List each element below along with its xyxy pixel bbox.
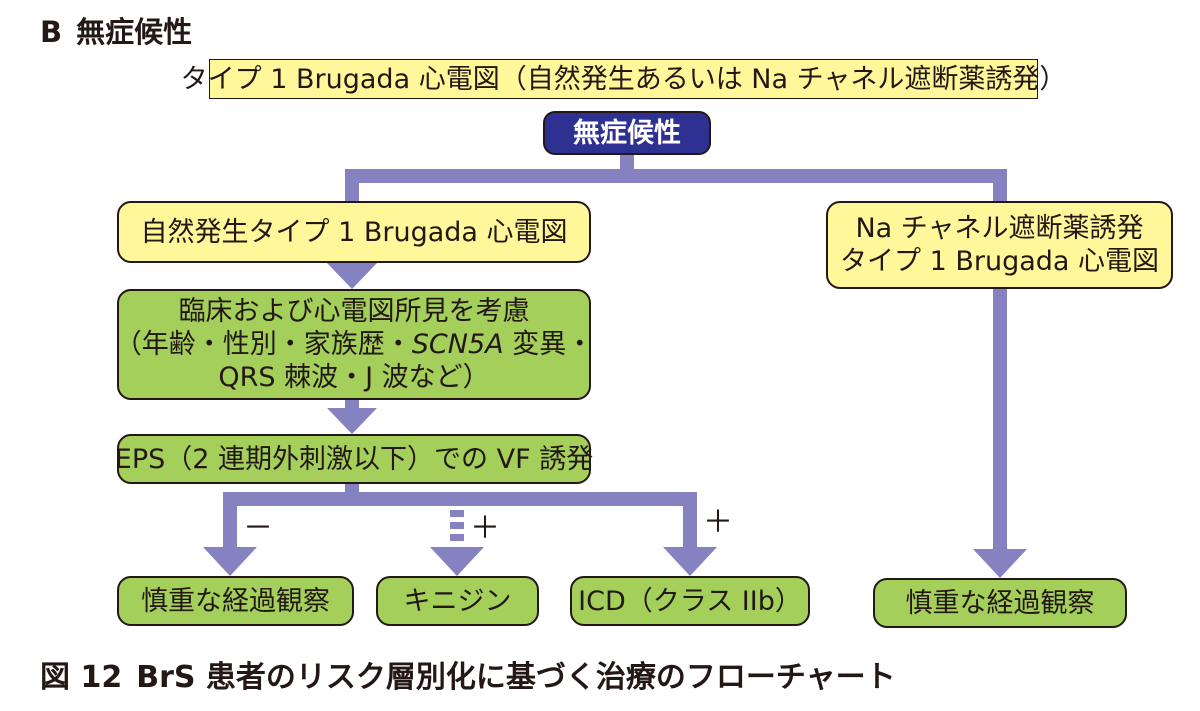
consider-line2-gene: SCN5A	[411, 329, 504, 360]
consider-line1: 臨床および心電図所見を考慮	[178, 296, 530, 327]
arrow-consider-shaft	[345, 400, 359, 410]
spontaneous-text: 自然発生タイプ 1 Brugada 心電図	[140, 216, 568, 248]
branch-sign-quinidine: ＋	[470, 511, 500, 546]
eps-text: EPS（2 連期外刺激以下）での VF 誘発	[114, 443, 594, 475]
outcome-right-watchful-text: 慎重な経過観察	[905, 587, 1095, 619]
outcome-quinidine-box: キニジン	[376, 576, 539, 626]
left-branch-drop	[345, 169, 359, 201]
right-long-shaft	[993, 289, 1007, 551]
bottom-branch-bar	[223, 492, 697, 506]
outcome-right-watchful-box: 慎重な経過観察	[873, 578, 1127, 628]
outcome-watchful-box: 慎重な経過観察	[117, 576, 354, 626]
arrow-consider-head	[327, 408, 377, 434]
branch-icd-head	[663, 547, 717, 576]
branch-icd-shaft	[683, 492, 697, 549]
branch-quinidine-dash-1	[450, 510, 464, 517]
section-heading: B 無症候性	[40, 9, 192, 51]
right-long-head	[973, 549, 1027, 578]
caption-number: 図 12	[40, 660, 123, 695]
consider-line3: QRS 棘波・J 波など）	[218, 362, 490, 393]
root-box-text: 無症候性	[573, 117, 681, 149]
figure-caption: 図 12 BrS 患者のリスク層別化に基づく治療のフローチャート	[40, 652, 896, 696]
right-branch-drop	[993, 169, 1007, 201]
branch-sign-icd: ＋	[703, 505, 733, 540]
root-box: 無症候性	[543, 111, 711, 155]
branch-sign-minus: －	[243, 511, 273, 546]
consider-box: 臨床および心電図所見を考慮 （年齢・性別・家族歴・SCN5A 変異・ QRS 棘…	[115, 289, 593, 400]
top-branch-bar	[345, 169, 1007, 183]
branch-quinidine-dash-2	[450, 522, 464, 529]
consider-line2: （年齢・性別・家族歴・SCN5A 変異・	[115, 328, 593, 361]
arrow-spont-head	[327, 263, 377, 289]
eps-box: EPS（2 連期外刺激以下）での VF 誘発	[114, 434, 594, 484]
outcome-watchful-text: 慎重な経過観察	[141, 585, 330, 617]
outcome-quinidine-text: キニジン	[403, 585, 512, 617]
header-box-text: タイプ 1 Brugada 心電図（自然発生あるいは Na チャネル遮断薬誘発）	[180, 63, 1067, 95]
section-letter: B	[40, 15, 63, 49]
branch-quinidine-head	[430, 547, 484, 576]
consider-line2-post: 変異・	[503, 329, 594, 360]
outcome-icd-text: ICD（クラス IIb）	[578, 585, 802, 617]
spontaneous-box: 自然発生タイプ 1 Brugada 心電図	[117, 201, 591, 263]
branch-quinidine-dash-3	[450, 534, 464, 541]
header-box: タイプ 1 Brugada 心電図（自然発生あるいは Na チャネル遮断薬誘発）	[181, 59, 1066, 99]
induced-line2: タイプ 1 Brugada 心電図	[839, 246, 1160, 277]
section-title: 無症候性	[76, 15, 193, 49]
consider-line2-pre: （年齢・性別・家族歴・	[114, 329, 412, 360]
outcome-icd-box: ICD（クラス IIb）	[570, 576, 810, 626]
induced-box: Na チャネル遮断薬誘発 タイプ 1 Brugada 心電図	[826, 201, 1173, 289]
branch-minus-shaft	[223, 492, 237, 549]
induced-line1: Na チャネル遮断薬誘発	[855, 213, 1144, 244]
caption-title: BrS 患者のリスク層別化に基づく治療のフローチャート	[136, 660, 896, 695]
branch-minus-head	[203, 547, 257, 576]
